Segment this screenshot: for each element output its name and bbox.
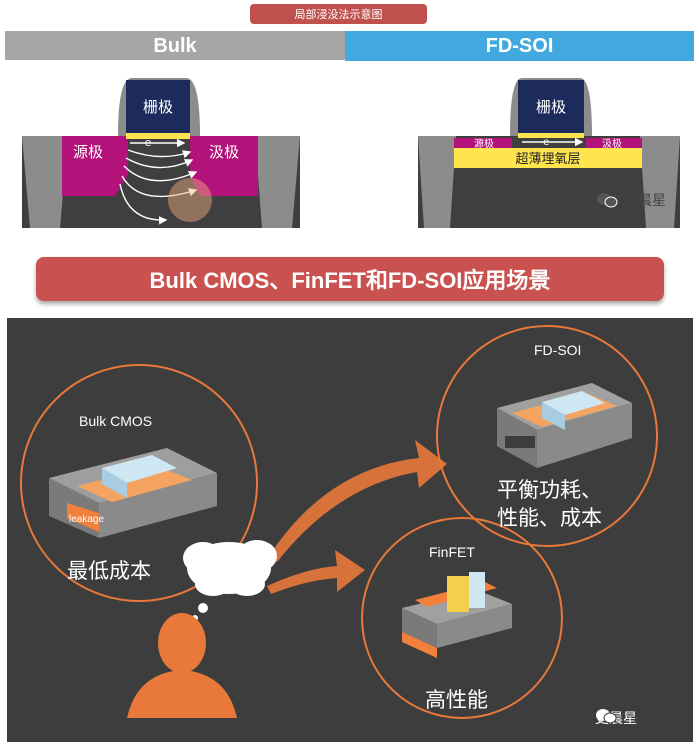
- thought-bubble: [183, 540, 277, 621]
- fd-source-label: 源极: [474, 137, 494, 150]
- finfet-device: [402, 572, 512, 658]
- bulk-cmos-device: [49, 448, 217, 538]
- top-watermark: 史晨星: [596, 190, 666, 210]
- bulk-carrier-label: e-: [145, 136, 156, 149]
- bulk-sti-left: [22, 136, 68, 228]
- bulk-cmos-circle: [20, 364, 258, 602]
- fd-sti-right: [640, 136, 680, 228]
- section-title: Bulk CMOS、FinFET和FD-SOI应用场景: [36, 257, 664, 301]
- arrow-to-finfet: [267, 550, 365, 594]
- fd-carrier-label: e-: [543, 137, 553, 148]
- wechat-icon: [597, 193, 618, 208]
- transistor-cross-sections: 栅极 源极 汲极 e- 栅极 源极 汲极 e- 超薄埋氧层: [5, 60, 680, 230]
- fd-box-label: 超薄埋氧层: [515, 152, 580, 167]
- fd-drain-region: [586, 138, 642, 148]
- fd-source-region: [454, 138, 512, 148]
- arrow-to-fdsoi: [269, 440, 447, 562]
- bulk-source-label: 源极: [73, 143, 103, 161]
- bottom-watermark: 史晨星: [595, 708, 637, 728]
- scenario-graphics: [20, 325, 658, 719]
- fd-gate-oxide: [518, 133, 584, 138]
- bulk-source-region: [62, 136, 128, 196]
- finfet-title: FinFET: [429, 544, 475, 560]
- fd-gate: [518, 80, 584, 133]
- finfet-caption: 高性能: [425, 689, 488, 712]
- fdsoi-title: FD-SOI: [534, 342, 582, 358]
- wechat-icon: [596, 709, 617, 724]
- bulk-drain-label: 汲极: [209, 143, 239, 161]
- fdsoi-circle: [436, 325, 658, 547]
- fdsoi-header: FD-SOI: [345, 31, 694, 61]
- bulk-cmos-caption: 最低成本: [67, 560, 151, 583]
- application-scenarios-panel: Bulk CMOS leakage 最低成本 FD-SOI 平衡功耗、 性能、成…: [7, 318, 693, 742]
- bulk-carrier-paths: [119, 138, 198, 225]
- bulk-gate-oxide: [126, 133, 190, 139]
- fd-drain-label: 汲极: [602, 137, 622, 150]
- bulk-watermark-mark: [168, 178, 212, 222]
- person-silhouette: [127, 613, 237, 718]
- fd-gate-label: 栅极: [536, 98, 566, 116]
- fd-sti-left: [418, 136, 456, 228]
- bulk-header: Bulk: [5, 31, 345, 61]
- top-watermark-text: 史晨星: [624, 193, 666, 209]
- fdsoi-device: [497, 383, 632, 468]
- bulk-cmos-title: Bulk CMOS: [79, 413, 153, 429]
- bulk-gate: [126, 80, 190, 133]
- bulk-drain-region: [190, 136, 258, 196]
- fdsoi-caption-line2: 性能、成本: [497, 507, 602, 530]
- finfet-circle: [361, 517, 563, 719]
- bulk-gate-label: 栅极: [143, 98, 173, 116]
- bulk-transistor: [5, 60, 345, 230]
- bulk-leakage-label: leakage: [69, 514, 105, 525]
- fd-buried-oxide: [454, 148, 642, 168]
- fdsoi-caption-line1: 平衡功耗、: [497, 479, 602, 502]
- diagram-banner: 局部浸没法示意图: [250, 4, 427, 24]
- bulk-sti-right: [255, 136, 300, 228]
